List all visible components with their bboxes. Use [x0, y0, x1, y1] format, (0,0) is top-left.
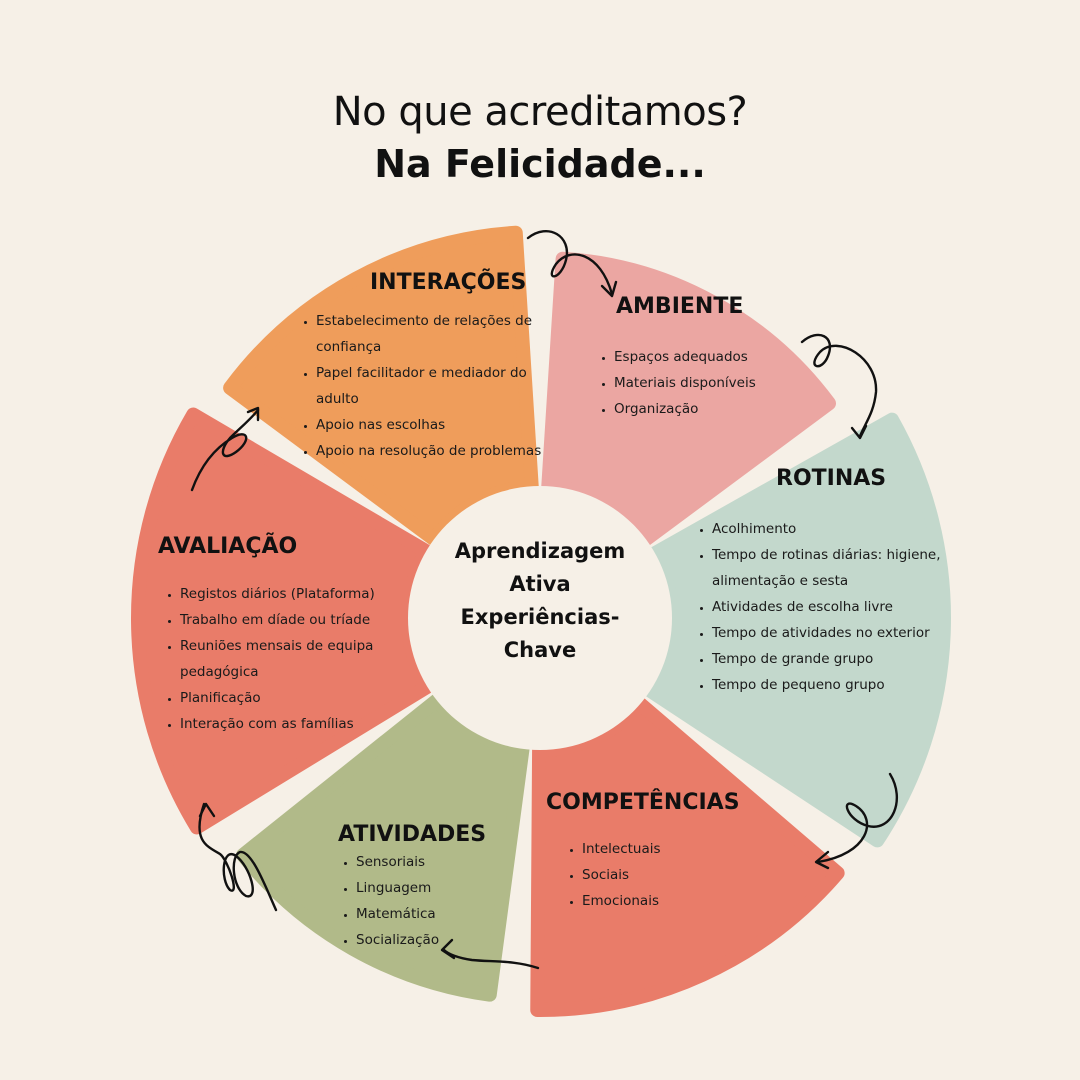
list-item: Socialização — [356, 927, 496, 953]
segment-list-interacoes: Estabelecimento de relações de confiança… — [298, 308, 548, 464]
arrow-rotinas-competencias — [816, 772, 899, 864]
list-item: Apoio na resolução de problemas — [316, 438, 548, 464]
arrowhead-interacoes-ambiente — [600, 280, 618, 298]
segment-list-ambiente: Espaços adequadosMateriais disponíveisOr… — [596, 344, 814, 422]
segment-title-atividades: ATIVIDADES — [338, 822, 487, 847]
center-line: Ativa — [509, 572, 571, 596]
list-item: Tempo de pequeno grupo — [712, 672, 950, 698]
list-item: Apoio nas escolhas — [316, 412, 548, 438]
arrowhead-atividades-avaliacao — [198, 802, 216, 818]
center-label: Aprendizagem Ativa Experiências- Chave — [410, 535, 670, 667]
arrow-ambiente-rotinas — [800, 333, 878, 438]
list-item: Linguagem — [356, 875, 496, 901]
list-item: Atividades de escolha livre — [712, 594, 950, 620]
list-item: Tempo de grande grupo — [712, 646, 950, 672]
center-hub — [408, 486, 672, 750]
list-item: Espaços adequados — [614, 344, 814, 370]
connector-arrows — [190, 230, 899, 970]
list-item: Estabelecimento de relações de confiança — [316, 308, 548, 360]
arrow-interacoes-ambiente — [526, 230, 614, 296]
list-item: Sociais — [582, 862, 782, 888]
list-item: Acolhimento — [712, 516, 950, 542]
list-item: Tempo de rotinas diárias: higiene, alime… — [712, 542, 950, 594]
title-question: No que acreditamos? — [332, 89, 748, 135]
page-title: No que acreditamos? Na Felicidade... — [0, 86, 1080, 190]
list-item: Planificação — [180, 685, 400, 711]
list-item: Matemática — [356, 901, 496, 927]
segment-title-ambiente: AMBIENTE — [616, 294, 744, 319]
segment-list-avaliacao: Registos diários (Plataforma)Trabalho em… — [162, 581, 400, 737]
list-item: Emocionais — [582, 888, 782, 914]
segment-list-competencias: IntelectuaisSociaisEmocionais — [564, 836, 782, 914]
list-item: Organização — [614, 396, 814, 422]
segment-list-rotinas: AcolhimentoTempo de rotinas diárias: hig… — [694, 516, 950, 698]
center-line: Aprendizagem — [454, 539, 626, 563]
list-item: Registos diários (Plataforma) — [180, 581, 400, 607]
segment-title-avaliacao: AVALIAÇÃO — [158, 534, 298, 559]
title-answer: Na Felicidade... — [374, 142, 706, 186]
list-item: Papel facilitador e mediador do adulto — [316, 360, 548, 412]
arrow-atividades-avaliacao — [198, 802, 278, 912]
segment-list-atividades: SensoriaisLinguagemMatemáticaSocializaçã… — [338, 849, 496, 953]
list-item: Sensoriais — [356, 849, 496, 875]
list-item: Interação com as famílias — [180, 711, 400, 737]
segment-title-competencias: COMPETÊNCIAS — [546, 790, 740, 815]
arrowhead-ambiente-rotinas — [850, 424, 868, 440]
center-line: Chave — [503, 638, 577, 662]
arrowhead-rotinas-competencias — [814, 850, 830, 870]
list-item: Tempo de atividades no exterior — [712, 620, 950, 646]
arrowhead-avaliacao-interacoes — [246, 406, 260, 422]
list-item: Materiais disponíveis — [614, 370, 814, 396]
list-item: Intelectuais — [582, 836, 782, 862]
segment-title-interacoes: INTERAÇÕES — [370, 270, 527, 295]
arrowhead-competencias-atividades — [440, 938, 456, 960]
list-item: Trabalho em díade ou tríade — [180, 607, 400, 633]
center-line: Experiências- — [460, 605, 620, 629]
arrow-avaliacao-interacoes — [190, 408, 260, 492]
list-item: Reuniões mensais de equipa pedagógica — [180, 633, 400, 685]
segment-title-rotinas: ROTINAS — [776, 466, 887, 491]
